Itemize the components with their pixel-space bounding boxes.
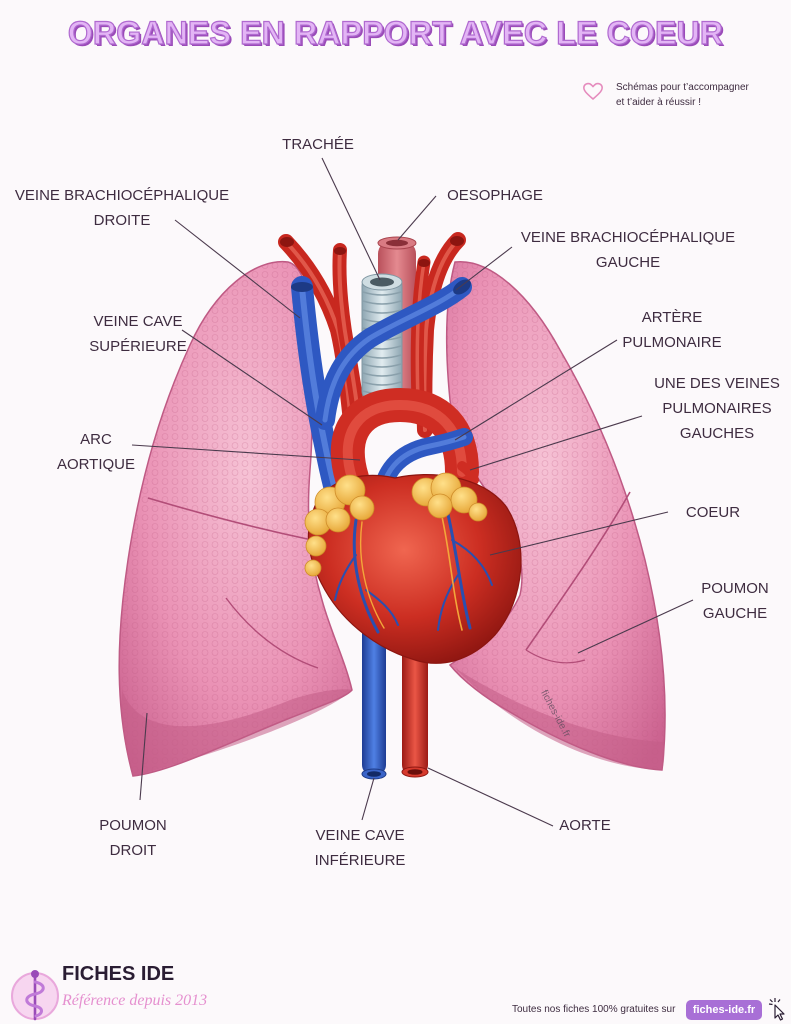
heart — [304, 472, 522, 664]
leader-line-trachee — [321, 157, 381, 281]
epicardial-fat — [304, 472, 488, 577]
leader-line-vbc-droite — [174, 219, 301, 319]
leader-lines — [131, 157, 694, 827]
label-trachee: TRACHÉE — [258, 132, 378, 157]
label-veine-brachiocephalique-gauche: VEINE BRACHIOCÉPHALIQUE GAUCHE — [508, 225, 748, 275]
label-line: VEINE CAVE — [315, 827, 405, 844]
tagline-line: Schémas pour t’accompagner — [616, 82, 749, 93]
label-veines-pulmonaires-gauches: UNE DES VEINES PULMONAIRES GAUCHES — [647, 371, 787, 446]
label-veine-brachiocephalique-droite: VEINE BRACHIOCÉPHALIQUE DROITE — [2, 183, 242, 233]
label-poumon-droit: POUMON DROIT — [83, 813, 183, 863]
leader-line-vcs — [181, 329, 323, 426]
label-artere-pulmonaire: ARTÈRE PULMONAIRE — [592, 305, 752, 355]
label-aorte: AORTE — [545, 813, 625, 838]
label-line: PULMONAIRE — [622, 334, 722, 351]
label-veine-cave-inferieure: VEINE CAVE INFÉRIEURE — [290, 823, 430, 873]
label-line: AORTIQUE — [56, 456, 136, 473]
label-line: VEINE CAVE — [93, 313, 183, 330]
label-line: SUPÉRIEURE — [89, 338, 187, 355]
label-coeur: COEUR — [663, 500, 763, 525]
promo-text: Toutes nos fiches 100% gratuites sur — [512, 1004, 676, 1015]
label-line: VEINE BRACHIOCÉPHALIQUE — [14, 187, 230, 204]
label-line: POUMON — [701, 580, 769, 597]
artery-openings — [280, 236, 464, 267]
brachiocephalic-veins — [291, 276, 472, 511]
label-line: AORTE — [559, 817, 611, 834]
leader-line-aorte — [427, 767, 554, 827]
brand-slogan: Référence depuis 2013 — [62, 992, 208, 1009]
label-line: DROIT — [109, 842, 157, 859]
label-line: TRACHÉE — [282, 136, 354, 153]
caduceus-logo-icon — [11, 970, 59, 1021]
leader-line-poumon-gauche — [577, 599, 694, 654]
leader-line-poumon-droit — [139, 712, 148, 801]
label-line: UNE DES VEINES — [654, 375, 780, 392]
leader-line-arc-aortique — [131, 444, 361, 461]
label-line: POUMON — [99, 817, 167, 834]
label-arc-aortique: ARC AORTIQUE — [36, 427, 156, 477]
label-oesophage: OESOPHAGE — [435, 183, 555, 208]
leader-line-oesophage — [397, 195, 437, 241]
label-line: GAUCHES — [679, 425, 755, 442]
heart-outline-icon — [583, 82, 603, 100]
label-line: COEUR — [685, 504, 741, 521]
label-line: DROITE — [93, 212, 151, 229]
label-line: GAUCHE — [595, 254, 661, 271]
leader-line-artere-pulmonaire — [454, 339, 618, 441]
svc-opening — [291, 282, 313, 292]
label-veine-cave-superieure: VEINE CAVE SUPÉRIEURE — [58, 309, 218, 359]
label-line: VEINE BRACHIOCÉPHALIQUE — [520, 229, 736, 246]
website-link-button[interactable]: fiches-ide.fr — [686, 1000, 762, 1020]
right-lung — [118, 260, 353, 777]
label-line: GAUCHE — [702, 605, 768, 622]
left-brachiocephalic-opening — [453, 279, 471, 295]
tagline-line: et t’aider à réussir ! — [616, 97, 702, 108]
page-title: ORGANES EN RAPPORT AVEC LE COEUR — [67, 14, 724, 51]
left-lung — [445, 261, 666, 771]
label-line: ARTÈRE — [641, 309, 703, 326]
tagline: Schémas pour t’accompagner et t’aider à … — [616, 80, 749, 110]
coronary-vessels — [334, 504, 493, 634]
label-line: OESOPHAGE — [447, 187, 543, 204]
label-line: INFÉRIEURE — [314, 852, 406, 869]
click-cursor-icon — [768, 998, 785, 1021]
label-line: PULMONAIRES — [662, 400, 772, 417]
label-poumon-gauche: POUMON GAUCHE — [685, 576, 785, 626]
brand-name: FICHES IDE — [62, 963, 175, 985]
leader-line-vci — [361, 777, 375, 821]
leader-line-vbc-gauche — [455, 246, 513, 291]
label-line: ARC — [80, 431, 112, 448]
leader-line-coeur — [489, 511, 669, 556]
leader-line-veines-pulmonaires — [469, 415, 643, 471]
